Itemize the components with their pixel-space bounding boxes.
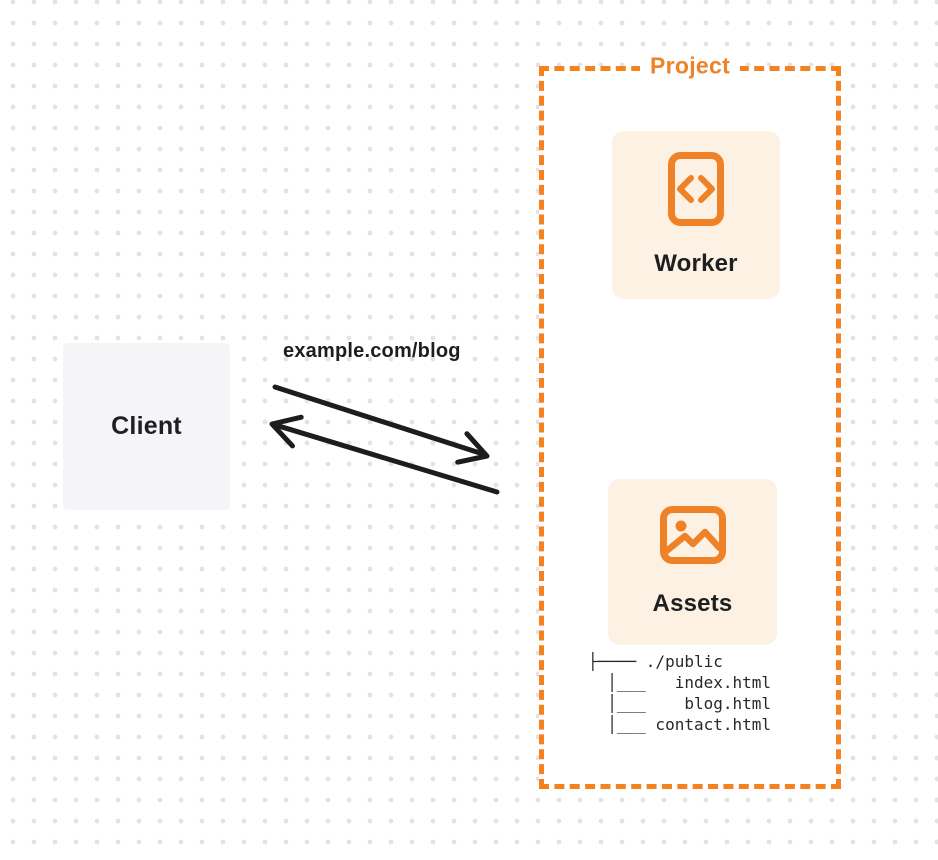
project-label: Project (639, 52, 741, 80)
code-document-icon (668, 152, 724, 226)
image-icon (659, 506, 726, 564)
worker-node: Worker (612, 131, 780, 299)
worker-label: Worker (654, 250, 738, 277)
response-arrow (269, 414, 500, 495)
assets-file-tree: ├──── ./public │___ index.html │___ blog… (588, 652, 772, 734)
assets-label: Assets (652, 590, 733, 617)
request-arrow (272, 384, 490, 465)
assets-node: Assets (608, 479, 777, 645)
request-url-label: example.com/blog (283, 340, 461, 362)
client-label: Client (111, 412, 182, 440)
client-node: Client (63, 343, 230, 510)
project-boundary: Project Worker Assets ├──── ./public │__… (539, 52, 841, 789)
